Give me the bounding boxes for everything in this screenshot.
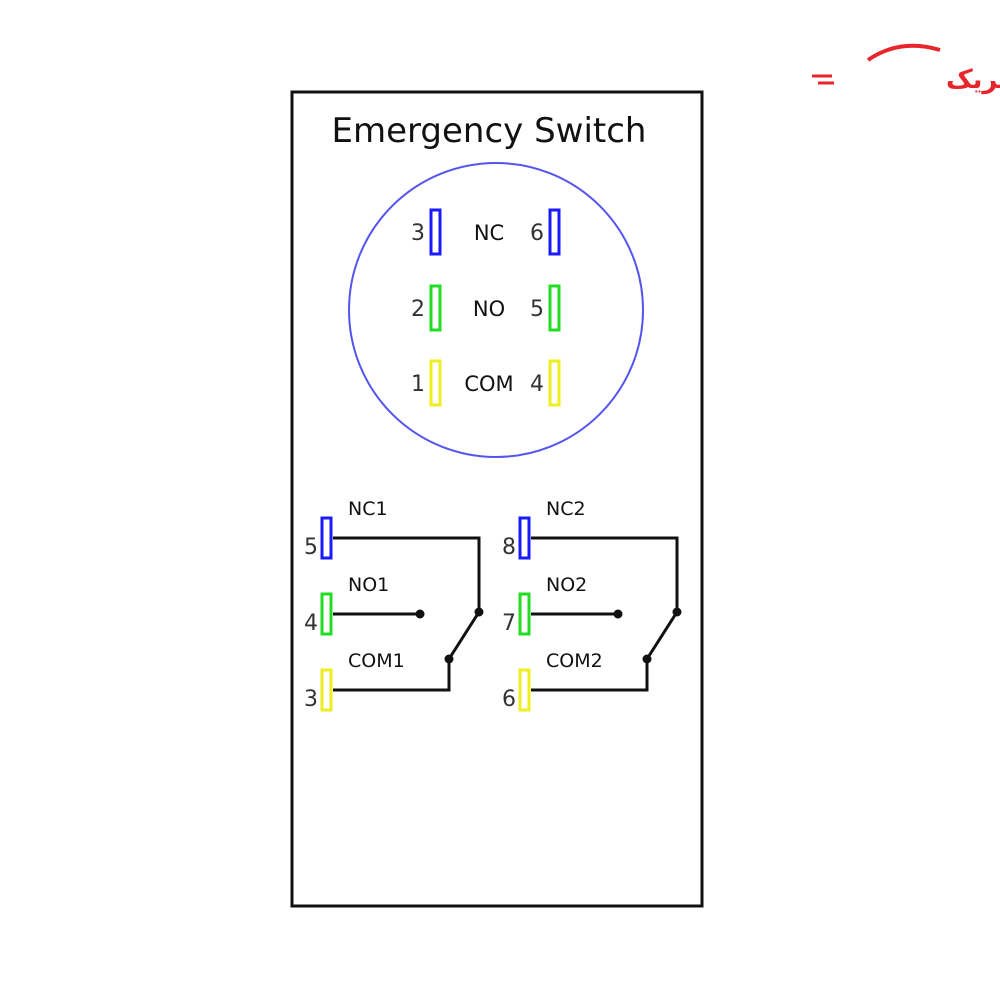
nc-wire bbox=[333, 536, 481, 612]
pin-number: 1 bbox=[411, 372, 425, 397]
switch-blade bbox=[645, 611, 679, 660]
com-terminal bbox=[518, 668, 531, 712]
no-terminal bbox=[518, 592, 531, 636]
no-contact-label: NO2 bbox=[546, 574, 587, 596]
no-terminal bbox=[320, 592, 333, 636]
no-contact-point bbox=[415, 609, 425, 619]
pin-number: 8 bbox=[502, 535, 516, 560]
brand-logo: آنا الکتریک bbox=[812, 43, 1000, 95]
nc-pin-right bbox=[548, 208, 561, 256]
pin-number: 5 bbox=[530, 297, 544, 322]
pin-number: 6 bbox=[530, 221, 544, 246]
no-pin-right bbox=[548, 284, 561, 332]
no-label: NO bbox=[473, 297, 505, 321]
diagram-frame bbox=[290, 90, 704, 908]
nc-contact-point bbox=[672, 607, 682, 617]
nc-wire bbox=[531, 536, 679, 612]
com-wire bbox=[333, 659, 451, 692]
diagram-title: Emergency Switch bbox=[332, 111, 647, 151]
logo-speed-lines bbox=[812, 74, 834, 85]
contact-schematics: 5 NC1 4 NO1 3 COM1 8 NC2 7 NO2 6 COM2 bbox=[304, 498, 682, 712]
com-pin-right bbox=[548, 359, 561, 407]
pin-number: 6 bbox=[502, 687, 516, 712]
logo-swoosh bbox=[866, 43, 941, 62]
com-contact-label: COM2 bbox=[546, 650, 603, 672]
com-wire bbox=[531, 659, 649, 692]
pin-number: 2 bbox=[411, 297, 425, 322]
switch-blade bbox=[447, 611, 481, 660]
contact-group-2: 8 NC2 7 NO2 6 COM2 bbox=[502, 498, 682, 712]
nc-contact-point bbox=[474, 607, 484, 617]
pin-number: 4 bbox=[304, 611, 318, 636]
nc-contact-label: NC1 bbox=[348, 498, 388, 520]
no-pin-left bbox=[429, 284, 442, 332]
no-contact-label: NO1 bbox=[348, 574, 389, 596]
pivot-point bbox=[444, 654, 454, 664]
pivot-point bbox=[642, 654, 652, 664]
nc-terminal bbox=[320, 516, 333, 560]
pin-number: 4 bbox=[530, 372, 544, 397]
com-label: COM bbox=[464, 372, 513, 396]
top-view-circle bbox=[348, 162, 644, 458]
pin-number: 5 bbox=[304, 535, 318, 560]
pin-number: 3 bbox=[411, 221, 425, 246]
pin-number: 3 bbox=[304, 687, 318, 712]
nc-terminal bbox=[518, 516, 531, 560]
logo-text: آنا الکتریک bbox=[946, 63, 1000, 95]
nc-contact-label: NC2 bbox=[546, 498, 586, 520]
top-view-pins: 3 NC 6 2 NO 5 1 COM 4 bbox=[411, 208, 561, 407]
contact-group-1: 5 NC1 4 NO1 3 COM1 bbox=[304, 498, 484, 712]
no-contact-point bbox=[613, 609, 623, 619]
com-pin-left bbox=[429, 359, 442, 407]
com-contact-label: COM1 bbox=[348, 650, 405, 672]
nc-pin-left bbox=[429, 208, 442, 256]
com-terminal bbox=[320, 668, 333, 712]
nc-label: NC bbox=[474, 221, 504, 245]
pin-number: 7 bbox=[502, 611, 516, 636]
